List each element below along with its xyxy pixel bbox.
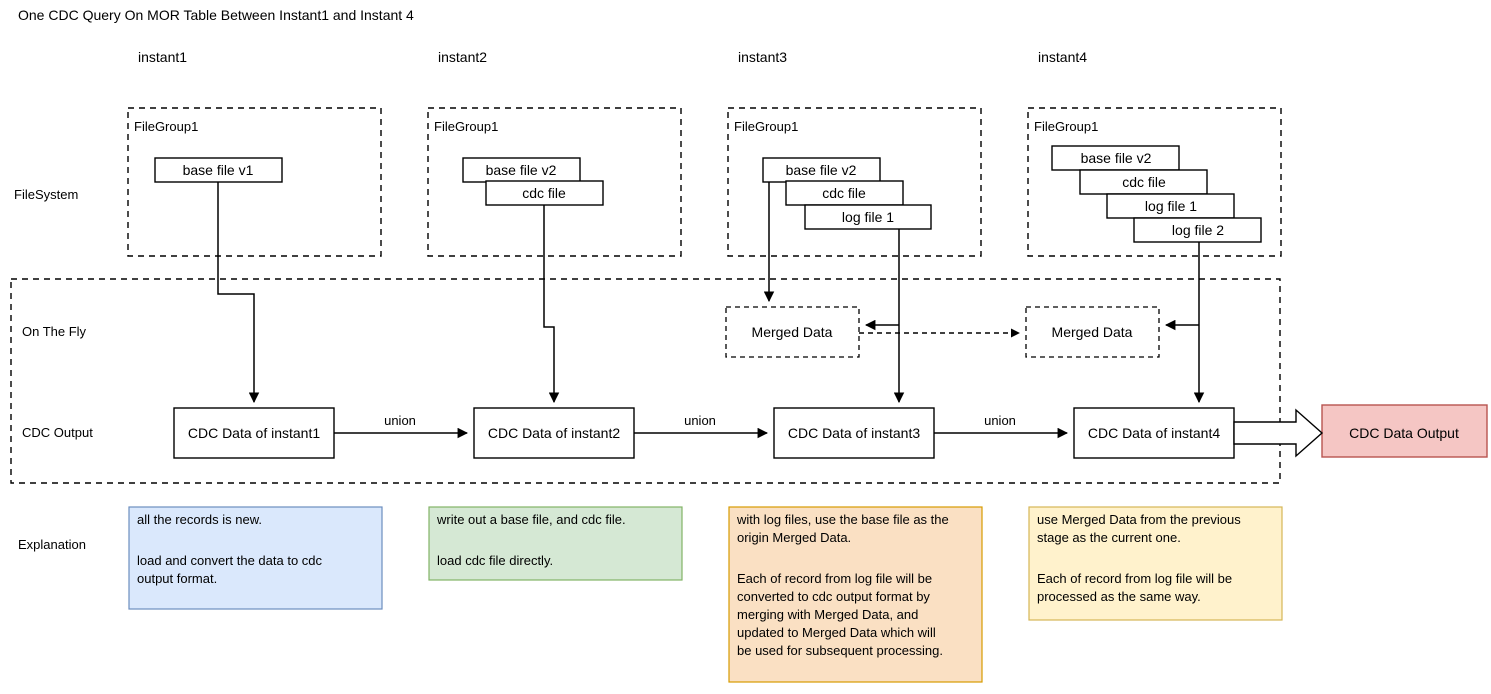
explanation-line-3-6: updated to Merged Data which will [737,625,936,640]
explanation-line-4-3: Each of record from log file will be [1037,571,1232,586]
filegroup-label-instant2: FileGroup1 [434,119,498,134]
union-label-3: union [984,413,1016,428]
connector-instant2-cdc-to-cdc [543,205,560,404]
filegroup-box-instant4 [1027,107,1282,257]
row-label-cdc-output: CDC Output [22,425,93,440]
explanation-line-2-2: load cdc file directly. [437,553,553,568]
cdc-data-output-label: CDC Data Output [1349,425,1459,441]
file-label-base-file-v2-i4: base file v2 [1081,150,1152,166]
filegroup-label-instant3: FileGroup1 [734,119,798,134]
cdc-data-label-instant3: CDC Data of instant3 [788,425,920,441]
merged-data-label-instant4: Merged Data [1052,324,1133,340]
file-box-log-file-1-i4[interactable] [1106,193,1235,219]
cdc-data-label-instant4: CDC Data of instant4 [1088,425,1220,441]
processing-region-container [10,278,1281,484]
filegroup-box-instant3 [727,107,982,257]
explanation-box-instant2[interactable] [428,506,683,581]
file-label-log-file-2-i4: log file 2 [1172,222,1224,238]
file-box-log-file-1-i3[interactable] [804,204,932,230]
file-box-cdc-file-i4[interactable] [1079,169,1208,195]
file-label-log-file-1-i4: log file 1 [1145,198,1197,214]
file-box-cdc-file-i2[interactable] [485,180,604,206]
file-label-cdc-file-i3: cdc file [822,185,866,201]
row-label-explanation: Explanation [18,537,86,552]
explanation-line-1-0: all the records is new. [137,512,262,527]
explanation-line-3-3: Each of record from log file will be [737,571,932,586]
output-block-arrow [1233,408,1324,458]
column-header-instant3: instant3 [738,49,787,65]
column-header-instant2: instant2 [438,49,487,65]
explanation-line-2-0: write out a base file, and cdc file. [436,512,626,527]
filegroup-box-instant1 [127,107,382,257]
union-label-1: union [384,413,416,428]
merged-data-box-instant4[interactable] [1025,306,1160,358]
filegroup-label-instant4: FileGroup1 [1034,119,1098,134]
union-label-2: union [684,413,716,428]
column-header-instant1: instant1 [138,49,187,65]
filegroup-box-instant2 [427,107,682,257]
cdc-data-box-instant3[interactable] [773,407,935,459]
file-label-base-file-v1: base file v1 [183,162,254,178]
explanation-box-instant1[interactable] [128,506,383,610]
file-label-cdc-file-i2: cdc file [522,185,566,201]
cdc-data-box-instant1[interactable] [173,407,335,459]
explanation-line-3-7: be used for subsequent processing. [737,643,943,658]
explanation-line-3-4: converted to cdc output format by [737,589,930,604]
cdc-data-box-instant2[interactable] [473,407,635,459]
file-label-base-file-v2-i3: base file v2 [786,162,857,178]
file-box-log-file-2-i4[interactable] [1133,217,1262,243]
file-box-base-file-v2-i4[interactable] [1051,145,1180,171]
explanation-line-4-1: stage as the current one. [1037,530,1181,545]
file-box-base-file-v1[interactable] [154,157,283,183]
column-header-instant4: instant4 [1038,49,1087,65]
explanation-line-3-0: with log files, use the base file as the [736,512,949,527]
filegroup-label-instant1: FileGroup1 [134,119,198,134]
file-label-cdc-file-i4: cdc file [1122,174,1166,190]
file-box-base-file-v2-i2[interactable] [462,157,581,183]
explanation-line-4-4: processed as the same way. [1037,589,1201,604]
explanation-line-1-2: load and convert the data to cdc [137,553,323,568]
row-label-on-the-fly: On The Fly [22,324,87,339]
merged-data-box-instant3[interactable] [725,306,860,358]
cdc-data-label-instant2: CDC Data of instant2 [488,425,620,441]
cdc-data-label-instant1: CDC Data of instant1 [188,425,320,441]
merged-data-label-instant3: Merged Data [752,324,833,340]
row-label-filesystem: FileSystem [14,187,78,202]
file-label-log-file-1-i3: log file 1 [842,209,894,225]
explanation-line-3-5: merging with Merged Data, and [737,607,918,622]
explanation-line-4-0: use Merged Data from the previous [1037,512,1241,527]
explanation-box-instant4[interactable] [1028,506,1283,621]
explanation-box-instant3[interactable] [728,506,983,683]
explanation-line-3-1: origin Merged Data. [737,530,851,545]
file-label-base-file-v2-i2: base file v2 [486,162,557,178]
explanation-line-1-3: output format. [137,571,217,586]
page-title: One CDC Query On MOR Table Between Insta… [18,7,414,23]
cdc-data-output-box[interactable] [1321,404,1488,458]
connector-instant1-base-to-cdc [217,182,260,404]
